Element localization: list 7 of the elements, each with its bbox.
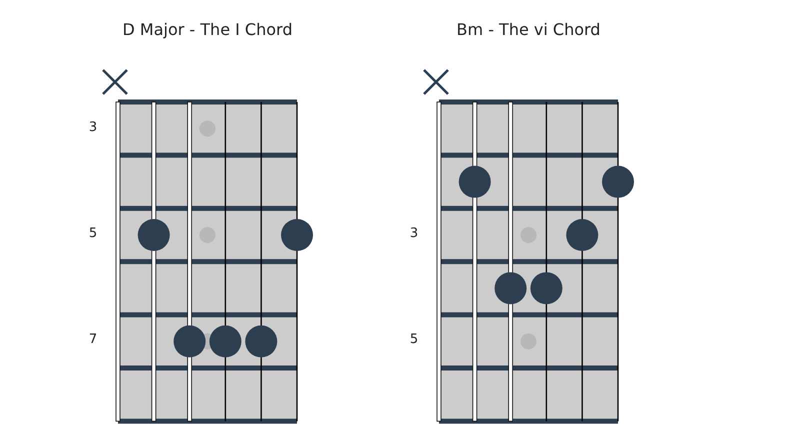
fret-number: 5	[408, 332, 420, 348]
fret-number: 3	[88, 120, 98, 135]
fret-number: 3	[408, 226, 420, 241]
fret-number: 5	[88, 226, 98, 241]
chord-title: D Major - The I Chord	[122, 19, 294, 41]
fret-number: 7	[88, 332, 98, 348]
chord-title: Bm - The vi Chord	[456, 19, 602, 41]
